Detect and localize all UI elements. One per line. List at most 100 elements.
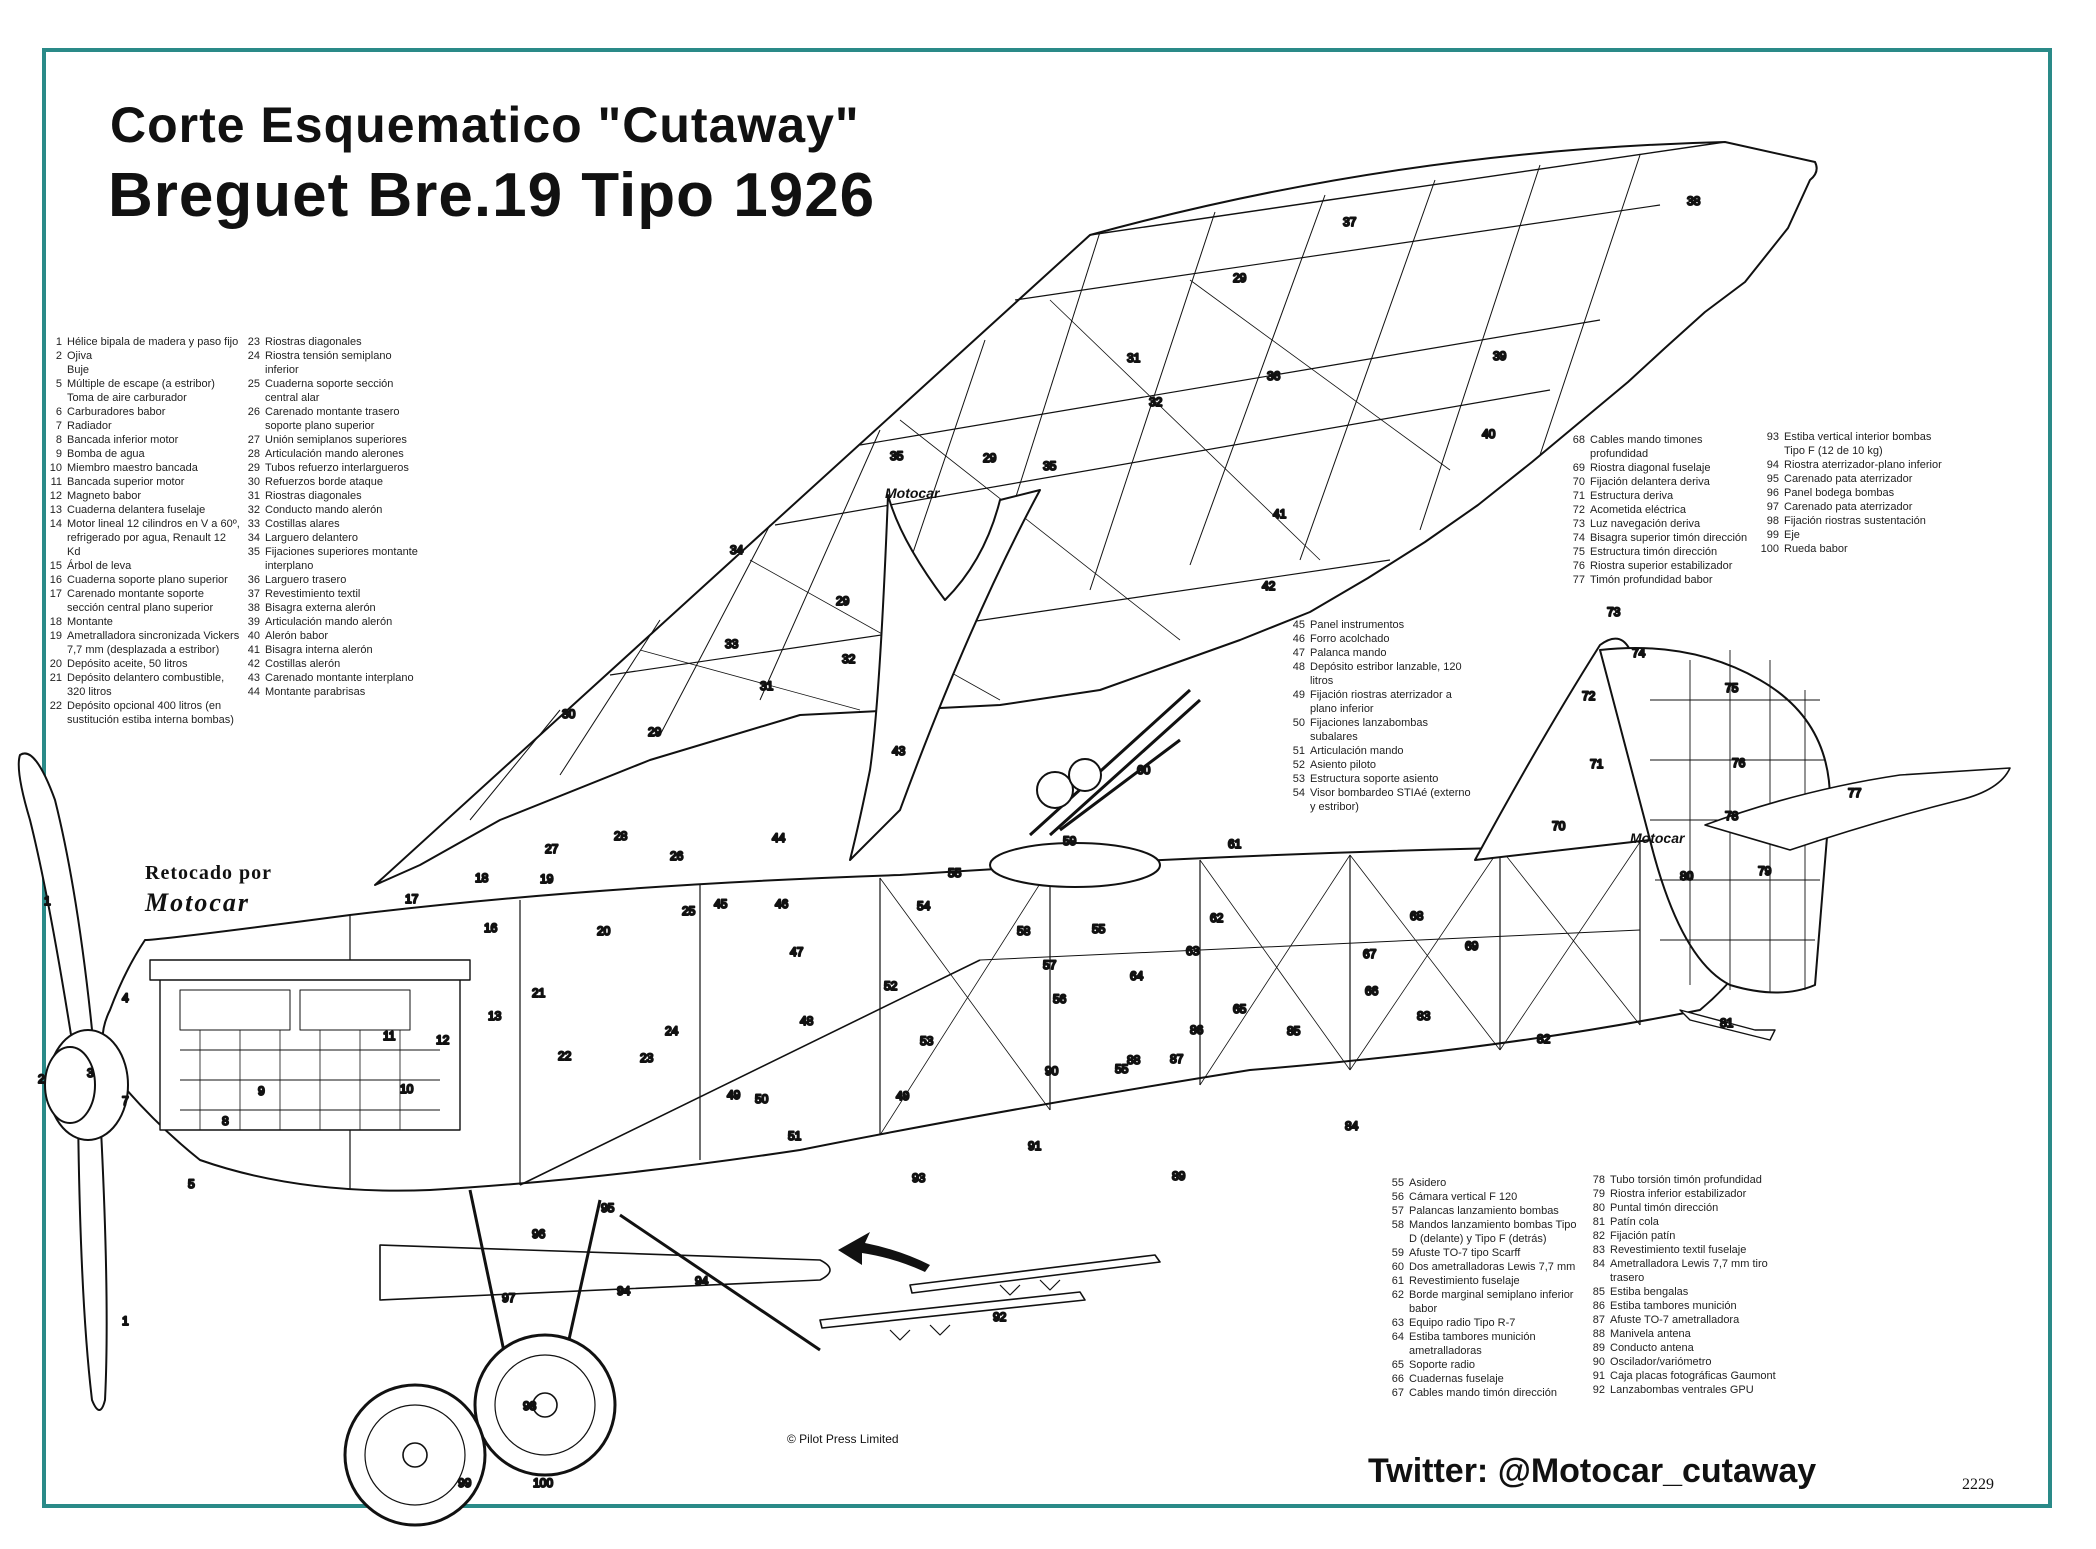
legend-number: 47	[1292, 647, 1305, 659]
legend-text: Carenado pata aterrizador	[1784, 501, 1913, 513]
legend-text: Lanzabombas ventrales GPU	[1610, 1384, 1754, 1396]
callout-1b: 1	[122, 1314, 129, 1328]
legend-text: Panel instrumentos	[1310, 619, 1405, 631]
lower-wing-stub	[379, 1244, 831, 1301]
callout-33: 33	[725, 637, 739, 651]
legend-text: Soporte radio	[1409, 1359, 1476, 1371]
legend-number: 51	[1292, 745, 1305, 757]
legend-text: Afuste TO-7 ametralladora	[1610, 1314, 1740, 1326]
callout-76: 76	[1732, 756, 1746, 770]
legend-number: 30	[247, 476, 260, 488]
legend-number: 11	[50, 476, 62, 488]
callout-3: 3	[87, 1066, 94, 1080]
callout-9: 9	[258, 1084, 265, 1098]
legend-number: 25	[247, 378, 260, 390]
legend-number: 93	[1766, 431, 1779, 443]
callout-51: 51	[788, 1129, 802, 1143]
legend-text: Larguero trasero	[265, 574, 347, 586]
legend-number: 8	[55, 434, 62, 446]
legend-number: 79	[1592, 1188, 1605, 1200]
callout-77: 77	[1848, 786, 1862, 800]
legend-number: 53	[1292, 773, 1305, 785]
copyright-notice: © Pilot Press Limited	[787, 1432, 899, 1446]
legend-number: 61	[1391, 1275, 1404, 1287]
callout-20: 20	[597, 924, 611, 938]
callout-31a: 31	[1127, 351, 1141, 365]
legend-number: 20	[49, 658, 62, 670]
legend-text: Buje	[67, 364, 90, 376]
callout-86: 86	[1190, 1023, 1204, 1037]
legend-number: 9	[55, 448, 62, 460]
legend-text: Cuadernas fuselaje	[1409, 1373, 1504, 1385]
callout-91: 91	[1028, 1139, 1042, 1153]
legend-item: Toma de aire carburador	[40, 391, 240, 405]
legend-number: 22	[49, 700, 62, 712]
legend-text: Bomba de agua	[67, 448, 145, 460]
callout-55c: 55	[1115, 1062, 1129, 1076]
callout-63: 63	[1186, 944, 1200, 958]
callout-38: 38	[1687, 194, 1701, 208]
legend-text: Bisagra superior timón dirección	[1590, 532, 1748, 544]
legend-text: Riostra aterrizador-plano inferior	[1784, 459, 1942, 471]
callout-29d: 29	[648, 725, 662, 739]
callout-8: 8	[222, 1114, 229, 1128]
legend-text: Asiento piloto	[1310, 759, 1377, 771]
callout-67: 67	[1363, 947, 1377, 961]
legend-number: 41	[247, 644, 260, 656]
retouch-name: Motocar	[145, 888, 250, 917]
callout-2: 2	[38, 1072, 45, 1086]
legend-text: Borde marginal semiplano inferior babor	[1409, 1289, 1574, 1315]
legend-text: Rueda babor	[1784, 543, 1848, 555]
callout-48: 48	[800, 1014, 814, 1028]
callout-94b: 94	[695, 1274, 709, 1288]
legend-number: 85	[1592, 1286, 1605, 1298]
legend-text: Acometida eléctrica	[1590, 504, 1686, 516]
legend-text: Equipo radio Tipo R-7	[1409, 1317, 1516, 1329]
callout-49b: 49	[896, 1089, 910, 1103]
callout-70: 70	[1552, 819, 1566, 833]
legend-number: 95	[1766, 473, 1779, 485]
legend-text: Depósito aceite, 50 litros	[67, 658, 188, 670]
callout-73: 73	[1607, 605, 1621, 619]
retouch-label: Retocado por	[145, 862, 272, 884]
callout-89: 89	[1172, 1169, 1186, 1183]
upper-wing	[374, 141, 1818, 886]
legend-item: Buje	[40, 363, 240, 377]
legend-text: Árbol de leva	[67, 560, 132, 572]
callout-18: 18	[475, 871, 489, 885]
callout-47: 47	[790, 945, 804, 959]
legend-text: Toma de aire carburador	[67, 392, 187, 404]
watermark: Motocar	[885, 485, 940, 501]
legend-number: 98	[1766, 515, 1779, 527]
callout-21: 21	[532, 986, 546, 1000]
legend-number: 68	[1572, 434, 1585, 446]
legend-number: 64	[1391, 1331, 1404, 1343]
callout-12: 12	[436, 1033, 450, 1047]
legend-text: Radiador	[67, 420, 112, 432]
